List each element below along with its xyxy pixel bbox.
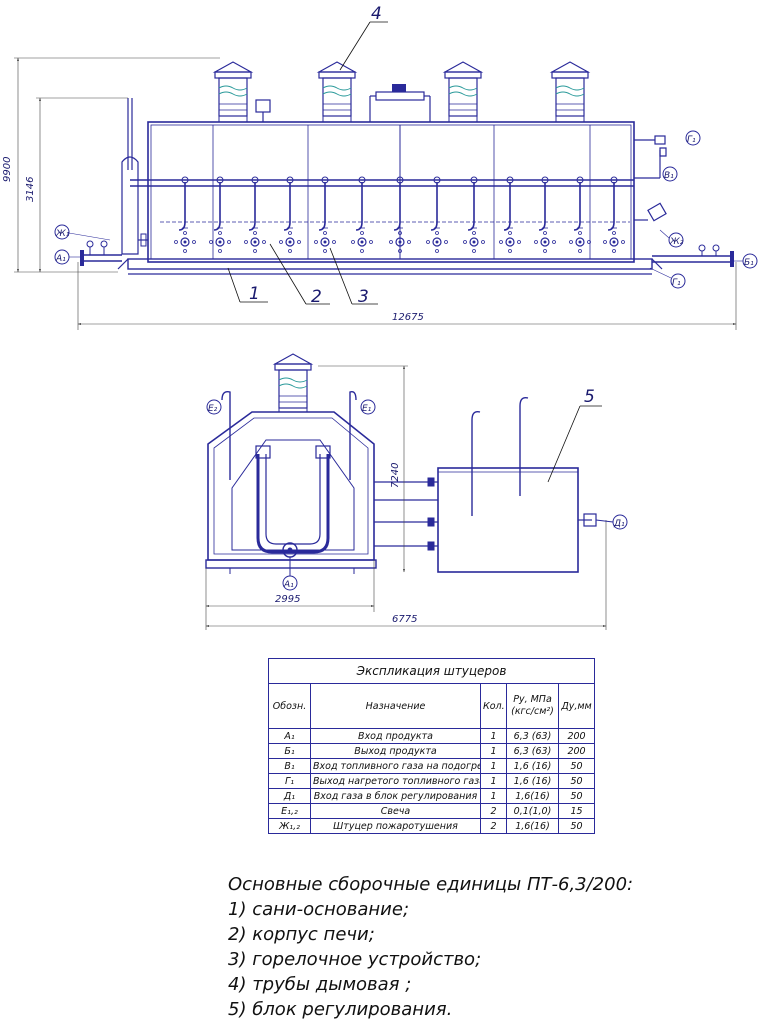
cell-diameter: 50 (557, 758, 596, 774)
cell-quantity: 1 (480, 758, 507, 774)
cell-pressure: 1,6 (16) (506, 773, 559, 789)
cell-quantity: 1 (480, 743, 507, 759)
table-title: Экспликация штуцеров (267, 658, 596, 684)
furnace-section-view (205, 353, 597, 574)
callout-1: 1 (249, 284, 260, 304)
cell-designation: Г₁ (268, 773, 311, 789)
nozzle-zh1: Ж₁ (55, 229, 70, 239)
col-header-diameter: Ду,мм (557, 683, 596, 729)
notes-item: 4) трубы дымовая ; (228, 974, 412, 995)
nozzle-v1: В₁ (664, 171, 674, 181)
notes-item: 3) горелочное устройство; (228, 949, 482, 970)
dim-section-width: 2995 (275, 594, 300, 605)
table-row: В₁ Вход топливного газа на подогрев 1 1,… (268, 758, 596, 774)
table-row: Б₁ Выход продукта 1 6,3 (63) 200 (268, 743, 596, 759)
cell-pressure: 0,1(1,0) (506, 803, 559, 819)
nozzle-a1-top: А₁ (55, 254, 66, 264)
nozzle-markers-top (54, 130, 758, 289)
notes-item: 2) корпус печи; (228, 924, 375, 945)
nozzle-b1: Б₁ (744, 258, 754, 268)
cell-quantity: 2 (480, 803, 507, 819)
cell-pressure: 1,6(16) (506, 818, 559, 834)
cell-diameter: 15 (557, 803, 596, 819)
cell-pressure: 1,6 (16) (506, 758, 559, 774)
cell-diameter: 200 (557, 743, 596, 759)
assembly-units-notes: Основные сборочные единицы ПТ-6,3/200: 1… (228, 872, 748, 1022)
col-header-designation: Обозн. (268, 683, 311, 729)
cell-purpose: Свеча (310, 803, 481, 819)
cell-designation: Д₁ (268, 788, 311, 804)
table-row: Е₁,₂ Свеча 2 0,1(1,0) 15 (268, 803, 596, 819)
cell-designation: Б₁ (268, 743, 311, 759)
nozzle-a1-section: А₁ (283, 580, 294, 590)
section-dimensions (205, 365, 607, 630)
callout-2: 2 (311, 287, 322, 307)
notes-item: 1) сани-основание; (228, 899, 410, 920)
cell-pressure: 6,3 (63) (506, 743, 559, 759)
furnace-elevation-view (80, 61, 734, 275)
cell-quantity: 1 (480, 788, 507, 804)
cell-purpose: Вход продукта (310, 728, 481, 744)
cell-quantity: 1 (480, 773, 507, 789)
dim-body-height: 3146 (25, 177, 36, 202)
cell-purpose: Выход продукта (310, 743, 481, 759)
callout-leaders-top (227, 21, 388, 305)
nozzle-e2: Е₂ (208, 404, 218, 414)
callout-4: 4 (371, 4, 382, 24)
table-row: Д₁ Вход газа в блок регулирования 1 1,6(… (268, 788, 596, 804)
cell-purpose: Вход газа в блок регулирования (310, 788, 481, 804)
callout-5: 5 (584, 387, 595, 407)
callout-3: 3 (358, 287, 369, 307)
cell-designation: А₁ (268, 728, 311, 744)
cell-pressure: 1,6(16) (506, 788, 559, 804)
cell-diameter: 50 (557, 788, 596, 804)
cell-designation: Е₁,₂ (268, 803, 311, 819)
nozzle-g1-top: Г₁ (687, 135, 696, 145)
cell-designation: В₁ (268, 758, 311, 774)
notes-item: 5) блок регулирования. (228, 999, 453, 1020)
section-callout-leader (547, 405, 602, 483)
cell-purpose: Штуцер пожаротушения (310, 818, 481, 834)
dim-overall-width: 6775 (392, 614, 417, 625)
col-header-pressure: Ру, МПа (кгс/см²) (506, 683, 559, 729)
table-row: Ж₁,₂ Штуцер пожаротушения 2 1,6(16) 50 (268, 818, 596, 834)
table-row: А₁ Вход продукта 1 6,3 (63) 200 (268, 728, 596, 744)
cell-diameter: 50 (557, 818, 596, 834)
elevation-dimensions (14, 57, 737, 330)
nozzle-markers-section (206, 399, 628, 591)
dim-total-height: 9900 (2, 157, 13, 182)
dim-section-height: 7240 (390, 463, 401, 488)
cell-quantity: 2 (480, 818, 507, 834)
dim-overall-length: 12675 (392, 312, 424, 323)
table-row: Г₁ Выход нагретого топливного газа 1 1,6… (268, 773, 596, 789)
cell-purpose: Вход топливного газа на подогрев (310, 758, 481, 774)
nozzle-e1: Е₁ (362, 404, 372, 414)
cell-diameter: 50 (557, 773, 596, 789)
cell-quantity: 1 (480, 728, 507, 744)
nozzle-explication-table: Экспликация штуцеров Обозн. Назначение К… (267, 658, 596, 834)
col-header-quantity: Кол. (480, 683, 507, 729)
nozzle-zh2: Ж₂ (669, 237, 684, 247)
notes-heading: Основные сборочные единицы ПТ-6,3/200: (228, 874, 634, 895)
cell-diameter: 200 (557, 728, 596, 744)
cell-designation: Ж₁,₂ (268, 818, 311, 834)
nozzle-d1: Д₁ (613, 519, 625, 529)
nozzle-g1-bottom: Г₁ (672, 278, 681, 288)
cell-purpose: Выход нагретого топливного газа (310, 773, 481, 789)
col-header-purpose: Назначение (310, 683, 481, 729)
cell-pressure: 6,3 (63) (506, 728, 559, 744)
